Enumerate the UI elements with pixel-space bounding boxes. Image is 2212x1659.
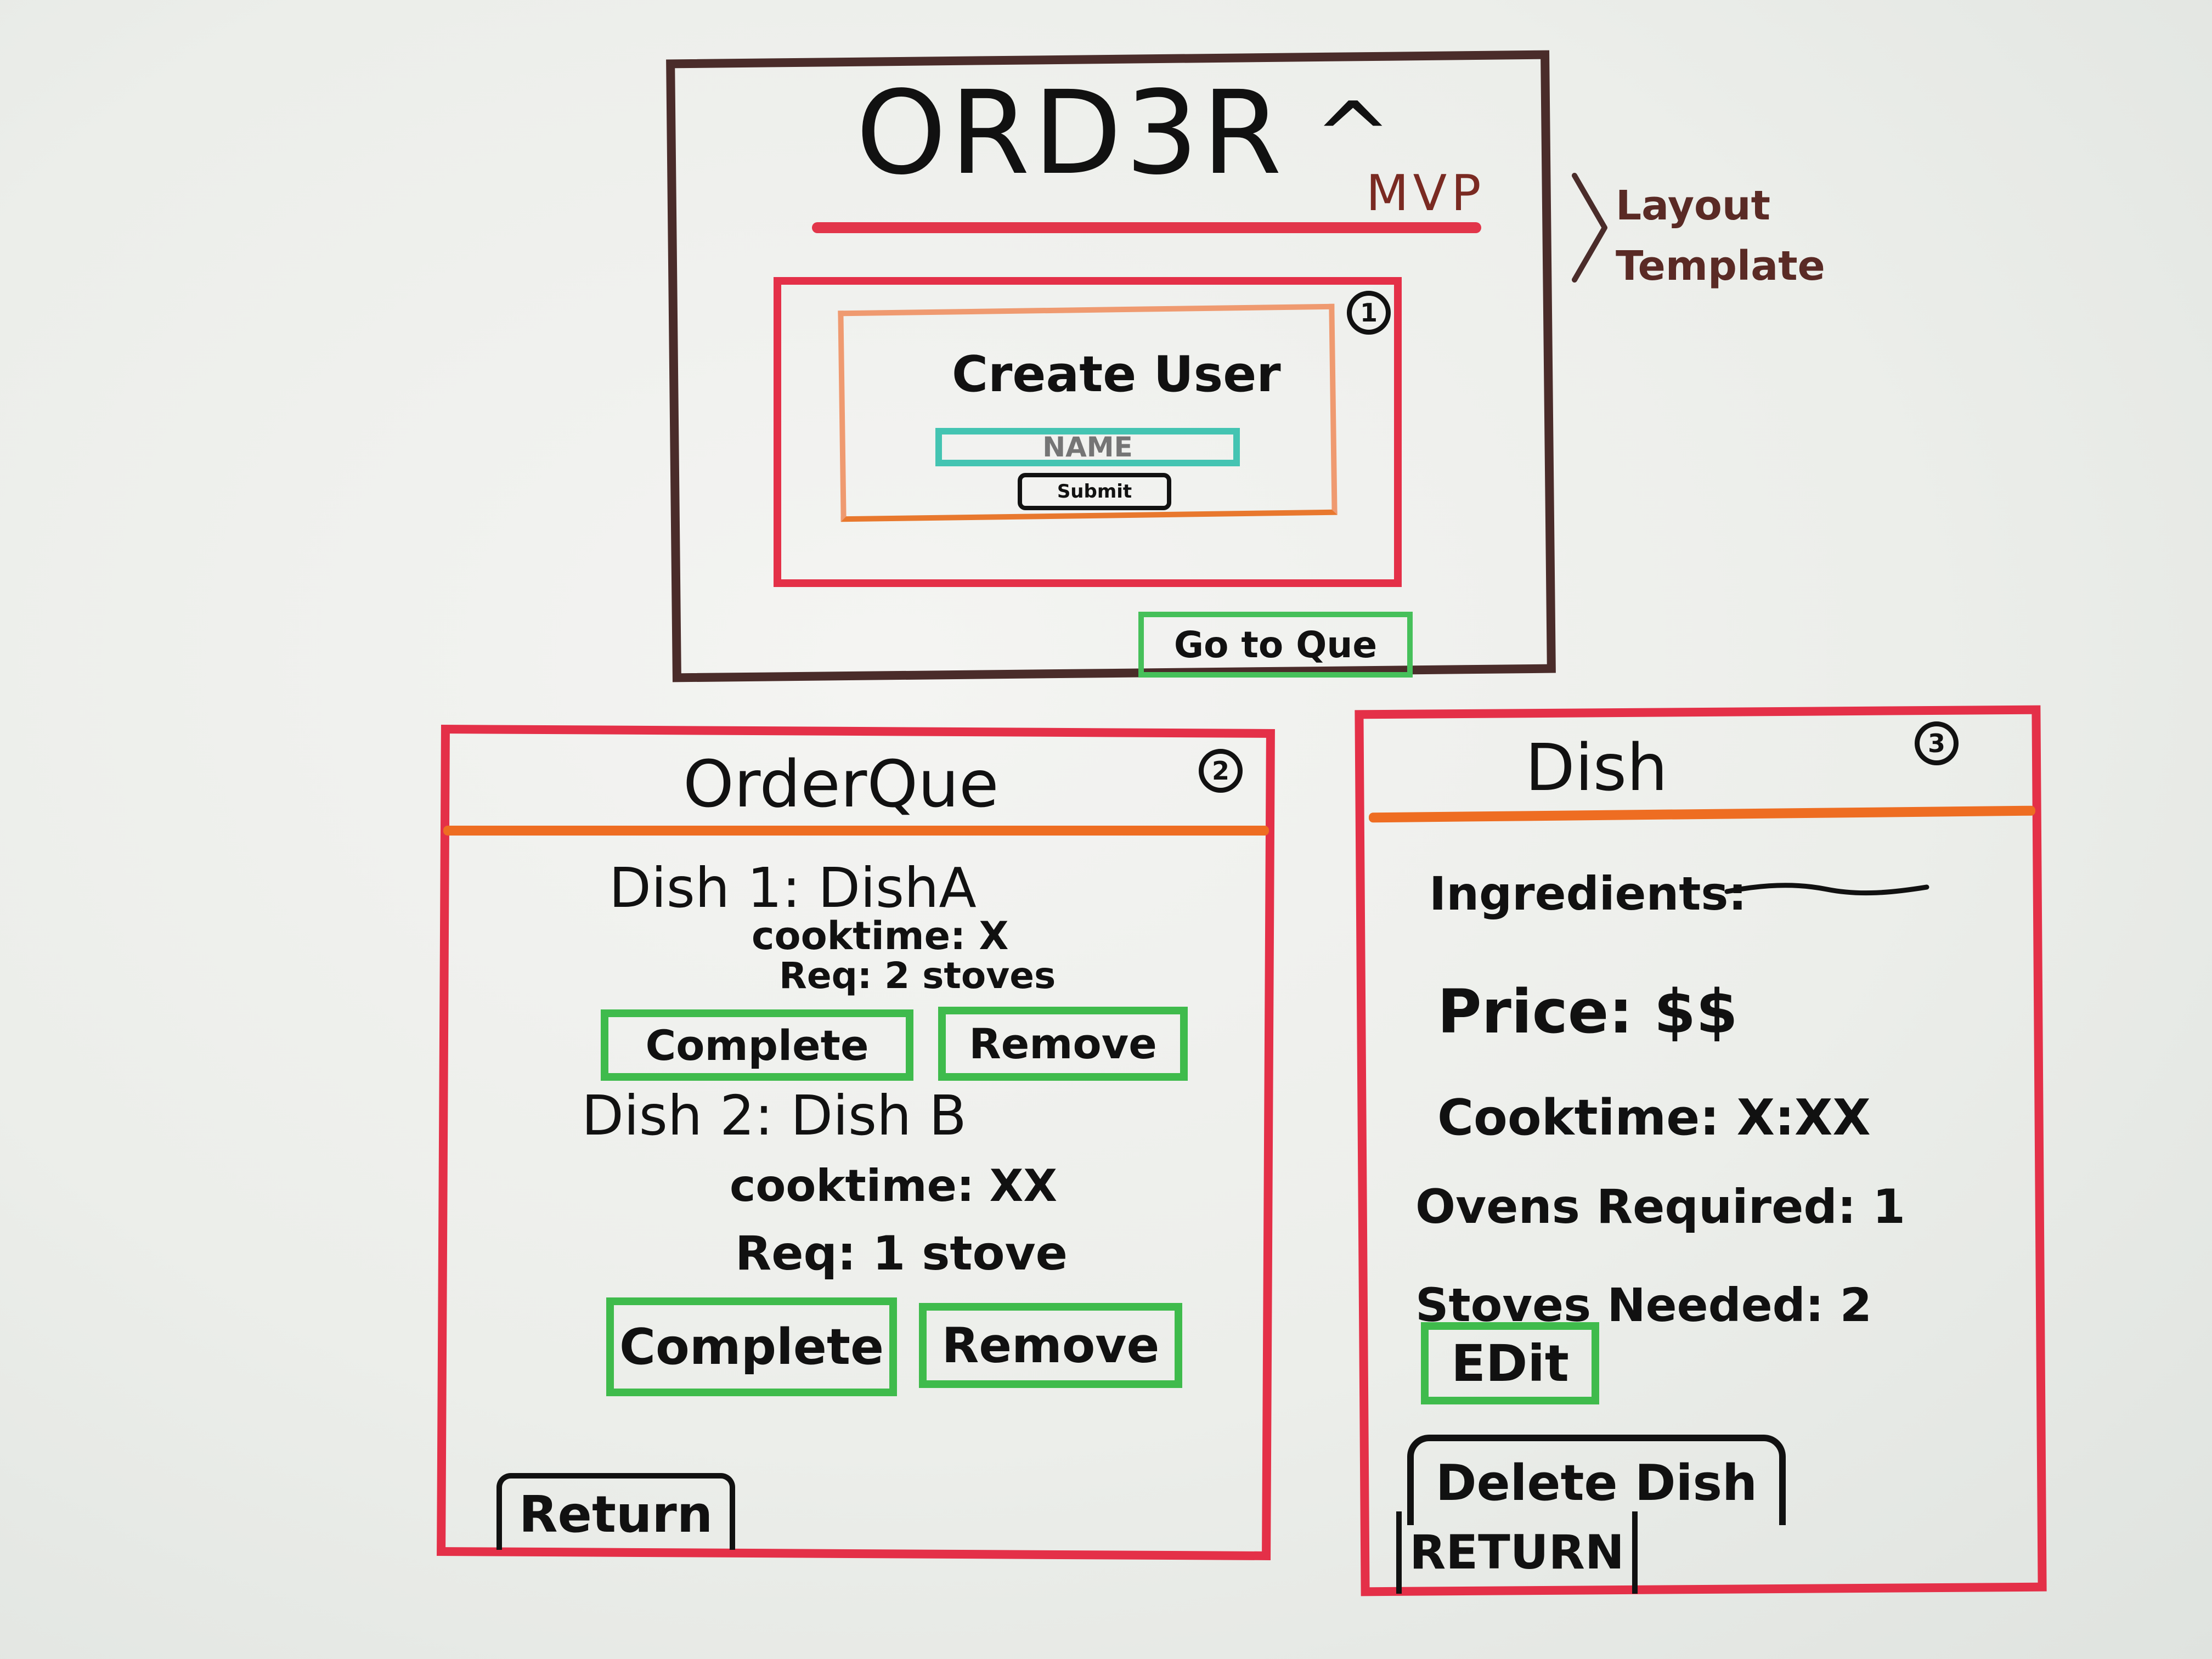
dish-1-heading: Dish 1: DishA — [609, 856, 977, 920]
orderque-title: OrderQue — [683, 746, 999, 822]
dish-2-cooktime: cooktime: XX — [730, 1160, 1058, 1211]
mvp-label: MVP — [1366, 165, 1486, 222]
ovens-required-label: Ovens Required: 1 — [1415, 1180, 1906, 1234]
content-frame — [774, 277, 1402, 587]
step-badge-1: 1 — [1347, 291, 1391, 335]
create-user-title: Create User — [952, 346, 1281, 403]
dish-1-cooktime: cooktime: X — [752, 913, 1009, 958]
dish-1-requirement: Req: 2 stoves — [779, 955, 1056, 997]
cooktime-label: Cooktime: X:XX — [1437, 1089, 1871, 1147]
ingredients-placeholder-line — [1724, 883, 1929, 896]
name-input[interactable] — [935, 428, 1240, 466]
step-badge-3: 3 — [1915, 721, 1959, 765]
ingredients-label: Ingredients: — [1429, 867, 1747, 921]
orderque-divider — [443, 826, 1269, 836]
header-underline — [812, 222, 1481, 233]
edit-button[interactable]: EDit — [1421, 1322, 1599, 1404]
price-label: Price: $$ — [1437, 977, 1738, 1047]
layout-template-annotation: Layout Template — [1616, 182, 1825, 290]
dish-1-remove-button[interactable]: Remove — [938, 1007, 1188, 1081]
dish-2-requirement: Req: 1 stove — [735, 1226, 1068, 1281]
submit-button[interactable]: Submit — [1018, 473, 1171, 510]
orderque-return-button[interactable]: Return — [496, 1473, 735, 1550]
dish-2-heading: Dish 2: Dish B — [582, 1084, 967, 1148]
step-badge-2: 2 — [1199, 749, 1243, 793]
dish-title: Dish — [1525, 730, 1668, 805]
brace-icon — [1572, 173, 1607, 283]
dish-2-remove-button[interactable]: Remove — [919, 1303, 1182, 1388]
caret-icon: ^ — [1314, 82, 1392, 191]
dish-return-button[interactable]: RETURN — [1396, 1511, 1638, 1594]
dish-2-complete-button[interactable]: Complete — [606, 1297, 897, 1396]
dish-1-complete-button[interactable]: Complete — [601, 1009, 913, 1081]
delete-dish-button[interactable]: Delete Dish — [1407, 1435, 1786, 1525]
brand-title: ORD3R — [856, 66, 1285, 200]
go-to-queue-button[interactable]: Go to Que — [1138, 612, 1413, 678]
